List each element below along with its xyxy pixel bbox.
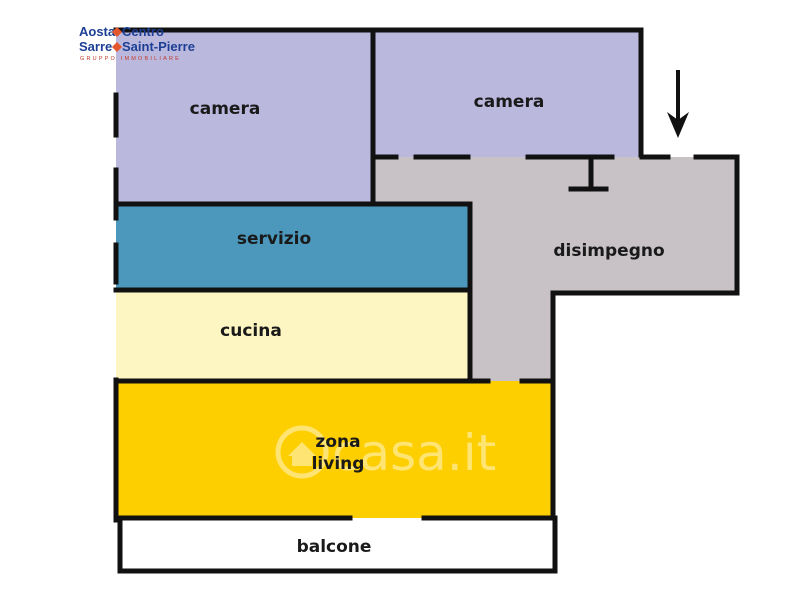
label-balcone: balcone [297,537,372,557]
label-camera-right: camera [474,92,545,112]
room-cucina[interactable] [116,290,470,381]
room-camera-left[interactable] [116,30,373,202]
room-disimpegno[interactable] [373,157,737,381]
label-disimpegno: disimpegno [553,241,664,261]
watermark-text: casa.it [332,424,496,482]
logo-aosta: Aosta [79,24,116,39]
room-servizio[interactable] [116,204,470,290]
house-icon [275,425,329,479]
logo-centro: Centro [122,24,164,39]
label-cucina: cucina [220,321,282,341]
label-zona: zona [315,432,360,452]
logo-sarre: Sarre [79,39,112,54]
agency-logo: Aosta Centro Sarre Saint-Pierre GRUPPO I… [79,24,195,62]
logo-tagline: GRUPPO IMMOBILIARE [80,56,181,62]
room-camera-right[interactable] [373,30,639,157]
logo-diamond-icon [112,27,122,52]
entrance-arrow-icon [667,70,689,138]
watermark: casa.it [275,424,496,482]
room-balcone[interactable] [118,518,554,571]
label-living: living [312,454,365,474]
room-zona-living[interactable] [116,381,553,518]
label-camera-left: camera [190,99,261,119]
label-servizio: servizio [237,229,311,249]
logo-saint-pierre: Saint-Pierre [122,39,195,54]
walls [113,27,740,574]
